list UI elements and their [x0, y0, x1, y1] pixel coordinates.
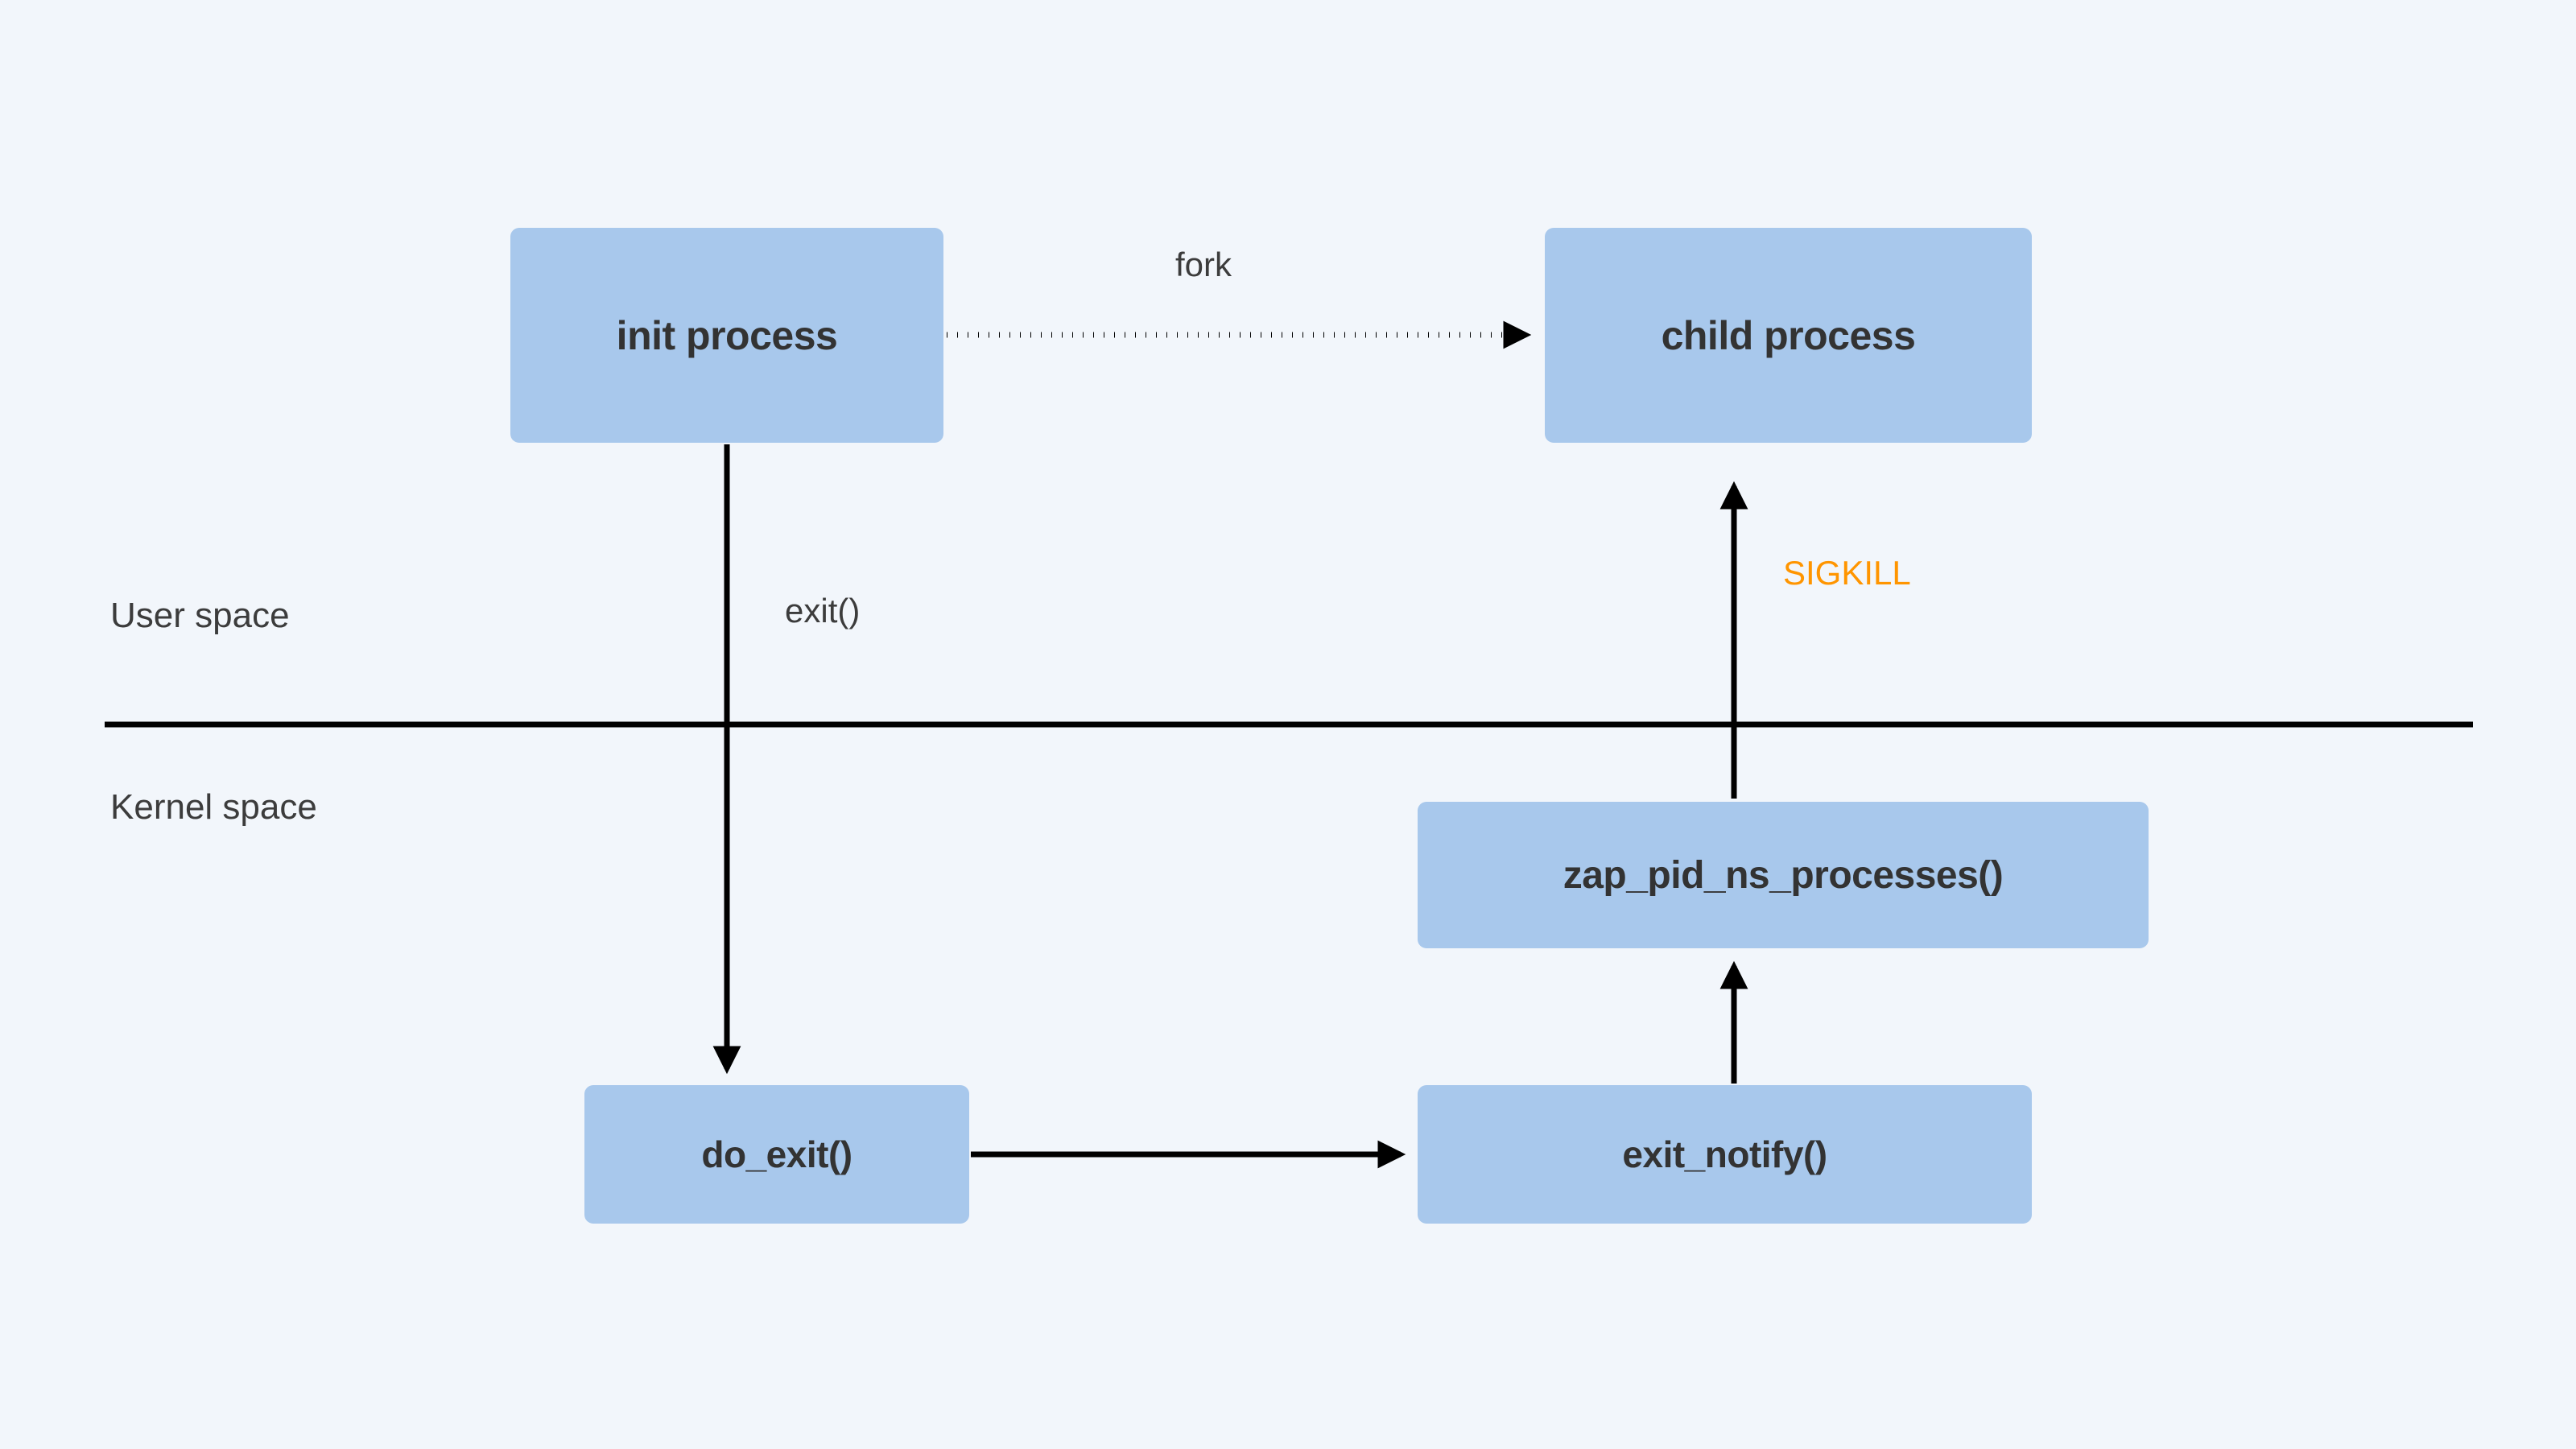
node-do-exit[interactable]: do_exit()	[584, 1085, 969, 1224]
node-child-process[interactable]: child process	[1545, 228, 2032, 443]
edge-label-fork: fork	[1175, 246, 1232, 283]
edge-label-exit: exit()	[785, 592, 861, 630]
node-zap-pid-ns-processes[interactable]: zap_pid_ns_processes()	[1418, 802, 2149, 948]
node-exit-notify[interactable]: exit_notify()	[1418, 1085, 2032, 1224]
region-label-user-space: User space	[110, 596, 290, 635]
node-init-process[interactable]: init process	[510, 228, 943, 443]
region-label-kernel-space: Kernel space	[110, 787, 317, 827]
edge-label-sigkill: SIGKILL	[1783, 554, 1911, 592]
